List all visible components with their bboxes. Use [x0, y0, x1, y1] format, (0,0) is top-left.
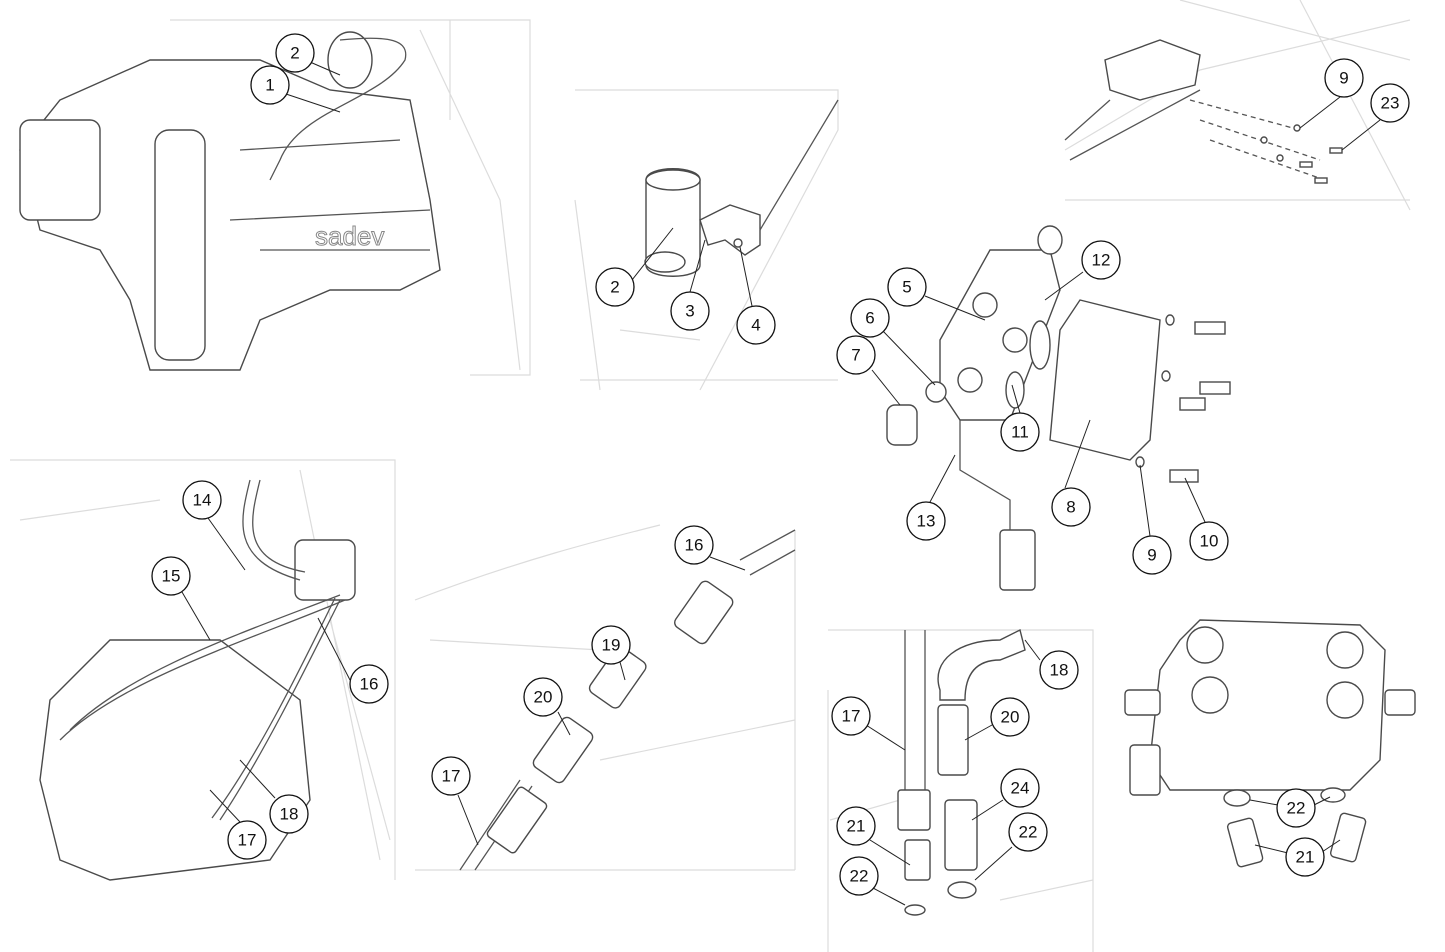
- callouts: 2 1 2 3 4 9 23 12 5 6 7 11 8 13 9 10 14 …: [151, 33, 1410, 896]
- callout: 4: [736, 305, 776, 345]
- callout: 18: [1039, 650, 1079, 690]
- callout: 1: [250, 65, 290, 105]
- svg-text:21: 21: [1296, 848, 1315, 867]
- svg-text:20: 20: [1001, 708, 1020, 727]
- callout: 11: [1000, 412, 1040, 452]
- svg-text:10: 10: [1200, 532, 1219, 551]
- callout: 5: [887, 267, 927, 307]
- callout: 18: [269, 794, 309, 834]
- callout: 22: [1276, 788, 1316, 828]
- callout: 14: [182, 480, 222, 520]
- callout: 12: [1081, 240, 1121, 280]
- svg-text:19: 19: [602, 636, 621, 655]
- callout: 16: [349, 664, 389, 704]
- callout: 10: [1189, 521, 1229, 561]
- svg-text:22: 22: [1287, 799, 1306, 818]
- svg-text:11: 11: [1011, 423, 1029, 442]
- callout: 2: [595, 267, 635, 307]
- svg-text:24: 24: [1011, 779, 1030, 798]
- svg-text:22: 22: [1019, 823, 1038, 842]
- svg-text:17: 17: [842, 707, 861, 726]
- panel-cooler-fittings: [1124, 619, 1416, 868]
- callout: 17: [831, 696, 871, 736]
- callout: 24: [1000, 768, 1040, 808]
- svg-text:14: 14: [193, 491, 212, 510]
- svg-text:23: 23: [1381, 94, 1400, 113]
- callout: 22: [839, 856, 879, 896]
- svg-text:17: 17: [442, 767, 461, 786]
- panel-reservoir-bracket: [574, 89, 839, 391]
- callout: 7: [836, 335, 876, 375]
- svg-text:8: 8: [1066, 498, 1075, 517]
- svg-text:5: 5: [902, 278, 911, 297]
- callout: 20: [523, 677, 563, 717]
- svg-text:2: 2: [290, 44, 299, 63]
- callout: 22: [1008, 812, 1048, 852]
- svg-text:22: 22: [850, 867, 869, 886]
- svg-text:4: 4: [751, 316, 760, 335]
- panel-frame-fasteners: [1064, 0, 1411, 211]
- callout: 21: [836, 806, 876, 846]
- callout: 20: [990, 697, 1030, 737]
- panel-oil-cooler-exploded: [871, 225, 1231, 591]
- callout: 9: [1132, 535, 1172, 575]
- svg-text:16: 16: [360, 675, 379, 694]
- callout: 6: [850, 298, 890, 338]
- callout: 2: [275, 33, 315, 73]
- svg-text:1: 1: [265, 76, 274, 95]
- logo: sadev: [315, 221, 384, 251]
- svg-text:9: 9: [1339, 69, 1348, 88]
- callout: 9: [1324, 58, 1364, 98]
- callout: 3: [670, 291, 710, 331]
- svg-text:17: 17: [238, 831, 257, 850]
- panel-hose-coupling: [414, 524, 796, 871]
- callout: 23: [1370, 83, 1410, 123]
- callout: 17: [431, 756, 471, 796]
- svg-text:3: 3: [685, 302, 694, 321]
- svg-text:7: 7: [851, 346, 860, 365]
- callout: 17: [227, 820, 267, 860]
- svg-text:20: 20: [534, 688, 553, 707]
- svg-text:13: 13: [917, 512, 936, 531]
- callout: 15: [151, 556, 191, 596]
- callout: 8: [1051, 487, 1091, 527]
- callout: 13: [906, 501, 946, 541]
- svg-text:12: 12: [1092, 251, 1111, 270]
- svg-text:18: 18: [280, 805, 299, 824]
- svg-text:6: 6: [865, 309, 874, 328]
- callout: 16: [674, 525, 714, 565]
- panel-transmission-overview: sadev: [19, 19, 531, 376]
- callout: 21: [1285, 837, 1325, 877]
- panel-hose-routing: [10, 459, 396, 881]
- svg-text:16: 16: [685, 536, 704, 555]
- svg-text:18: 18: [1050, 661, 1069, 680]
- panel-coupling-fittings: [827, 628, 1094, 952]
- svg-text:15: 15: [162, 567, 181, 586]
- callout: 19: [591, 625, 631, 665]
- svg-text:21: 21: [847, 817, 866, 836]
- svg-text:9: 9: [1147, 546, 1156, 565]
- svg-text:2: 2: [610, 278, 619, 297]
